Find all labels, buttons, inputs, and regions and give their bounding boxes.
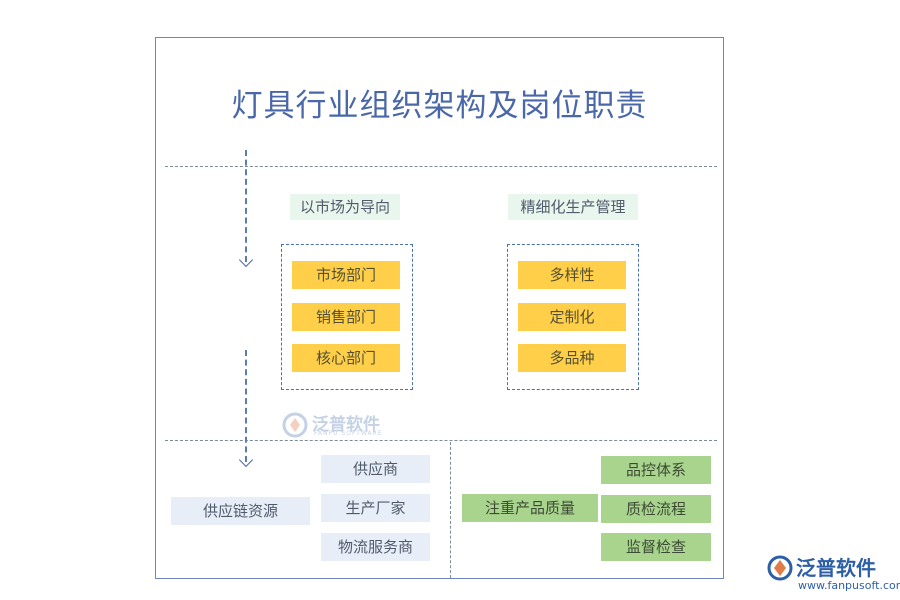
diagram-title: 灯具行业组织架构及岗位职责 <box>231 88 648 124</box>
flow-line-upper <box>245 150 247 262</box>
watermark: 泛普软件 FANPU SOFTWARE <box>282 410 392 440</box>
supply-logistics: 物流服务商 <box>321 533 430 561</box>
bottom-vertical-divider <box>450 442 451 578</box>
flow-line-lower <box>245 350 247 462</box>
market-oriented-tag: 以市场为导向 <box>290 194 400 220</box>
prod-variety: 多品种 <box>518 344 626 372</box>
bottom-divider <box>165 440 717 441</box>
watermark-text: 泛普软件 <box>312 415 380 435</box>
production-box <box>507 244 639 390</box>
dept-sales: 销售部门 <box>292 303 400 331</box>
quality-inspection-process: 质检流程 <box>601 495 711 523</box>
quality-focus-label: 注重产品质量 <box>462 494 598 522</box>
fanpu-brand-icon <box>767 555 793 581</box>
supply-chain-label: 供应链资源 <box>171 497 310 525</box>
market-dept-box <box>281 244 413 390</box>
top-divider <box>165 166 717 167</box>
brand-logo: 泛普软件 www.fanpusoft.com <box>766 552 900 598</box>
brand-url: www.fanpusoft.com <box>798 579 900 592</box>
supply-supplier: 供应商 <box>321 455 430 483</box>
watermark-subtext: FANPU SOFTWARE <box>314 430 383 437</box>
dept-core: 核心部门 <box>292 344 400 372</box>
diagram-frame <box>155 37 724 579</box>
fanpu-logo-icon <box>282 412 308 438</box>
prod-customization: 定制化 <box>518 303 626 331</box>
quality-supervision: 监督检查 <box>601 533 711 561</box>
supply-manufacturer: 生产厂家 <box>321 494 430 522</box>
brand-name: 泛普软件 <box>796 556 876 580</box>
quality-control-system: 品控体系 <box>601 456 711 484</box>
dept-market: 市场部门 <box>292 261 400 289</box>
lean-production-tag: 精细化生产管理 <box>508 194 638 220</box>
prod-diversity: 多样性 <box>518 261 626 289</box>
